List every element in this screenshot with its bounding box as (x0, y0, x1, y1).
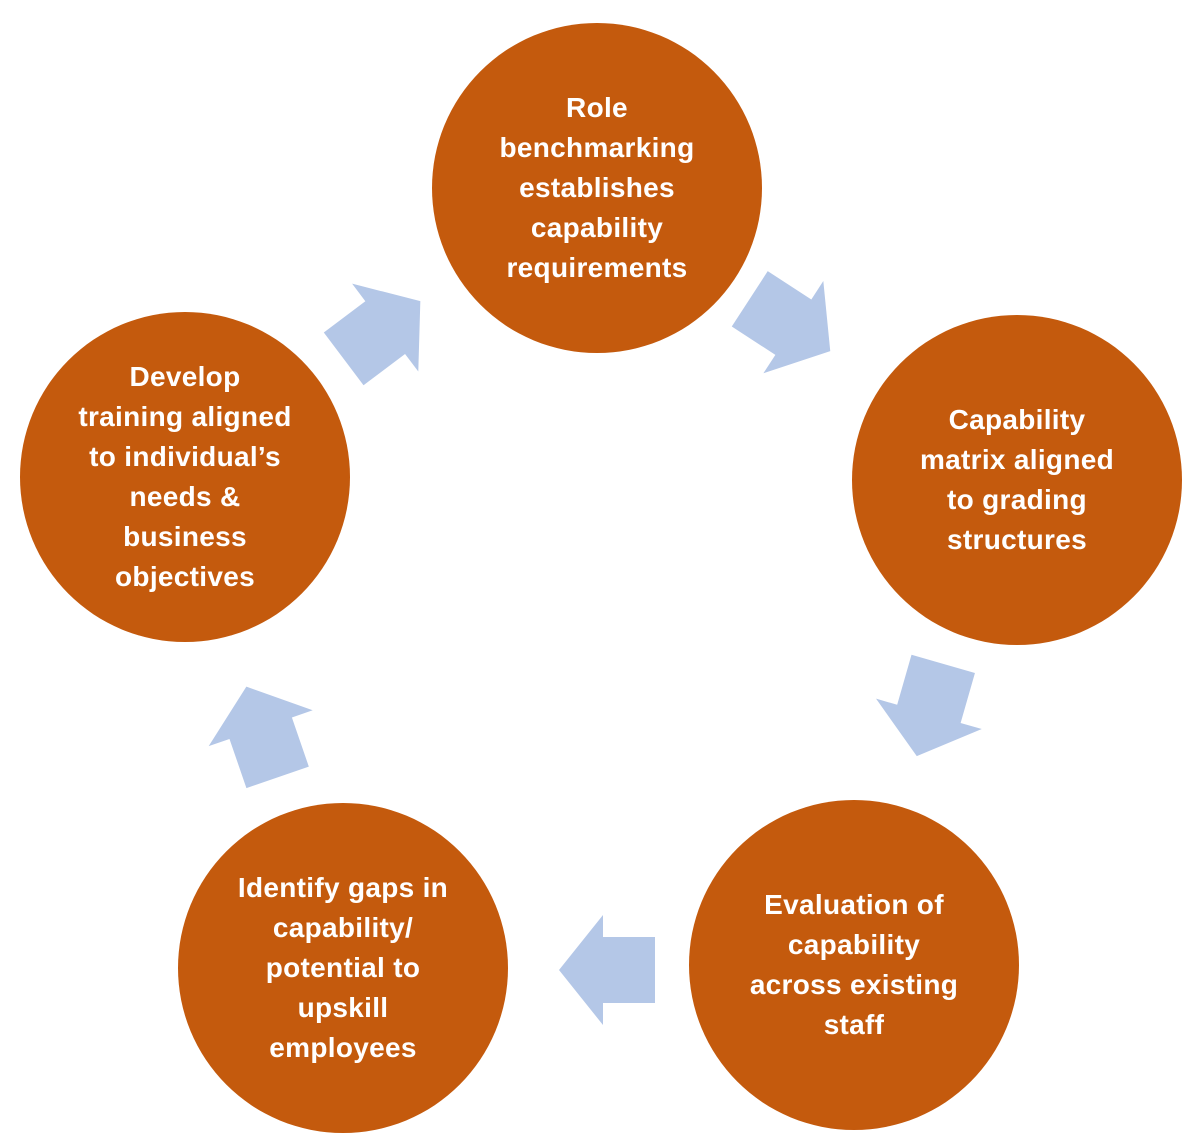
arrow-bottom-right-to-bottom-left-icon (559, 915, 655, 1025)
cycle-step-label: Capability matrix aligned to grading str… (919, 404, 1115, 555)
cycle-step-label: Evaluation of capability across existing… (749, 889, 959, 1040)
arrow-top-to-right-icon (720, 253, 860, 398)
cycle-step-label: Role benchmarking establishes capability… (499, 92, 695, 283)
cycle-step-role-benchmarking: Role benchmarking establishes capability… (432, 23, 762, 353)
cycle-step-evaluation-capability: Evaluation of capability across existing… (689, 800, 1019, 1130)
cycle-step-label: Identify gaps in capability/ potential t… (237, 872, 449, 1063)
cycle-step-identify-gaps: Identify gaps in capability/ potential t… (178, 803, 508, 1133)
cycle-step-develop-training: Develop training aligned to individual’s… (20, 312, 350, 642)
arrow-bottom-left-to-left-icon (194, 669, 329, 796)
cycle-step-capability-matrix: Capability matrix aligned to grading str… (852, 315, 1182, 645)
cycle-step-label: Develop training aligned to individual’s… (78, 361, 292, 592)
arrow-right-to-bottom-right-icon (864, 649, 996, 772)
arrow-left-to-top-icon (311, 257, 454, 403)
